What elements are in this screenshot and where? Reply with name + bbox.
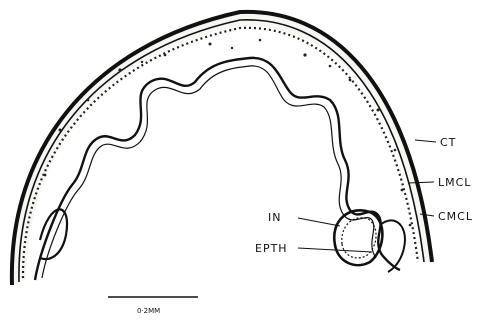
leader-in: [298, 218, 340, 226]
label-epth: EPTH: [255, 242, 288, 255]
label-lmcl: LMCL: [438, 176, 471, 189]
epithelium-lobe: [334, 210, 405, 272]
label-ct: CT: [440, 136, 456, 149]
label-cmcl: CMCL: [438, 210, 473, 223]
label-in: IN: [268, 211, 281, 224]
outer-wall: [12, 12, 432, 285]
scale-bar-label: 0·2MM: [137, 307, 160, 315]
leader-ct: [415, 140, 436, 142]
tissue-fill: [12, 12, 432, 285]
outer-wall-inner-line: [19, 20, 424, 282]
